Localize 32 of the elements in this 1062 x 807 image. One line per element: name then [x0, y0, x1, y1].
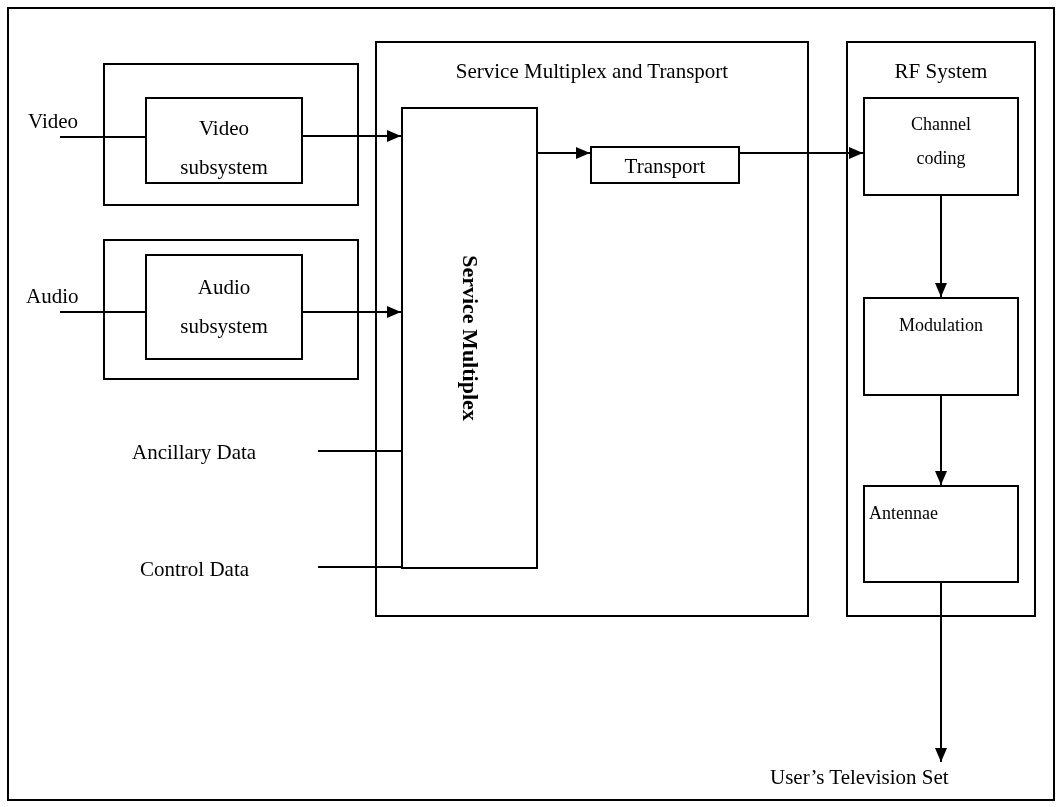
process-box: [590, 146, 740, 184]
arrow: [302, 306, 402, 318]
container-box: [846, 41, 1036, 617]
process-box: [863, 297, 1019, 396]
process-box: [863, 485, 1019, 583]
group-box: [103, 239, 359, 380]
arrow: [935, 195, 947, 298]
output-label: User’s Television Set: [770, 764, 950, 791]
process-box: [863, 97, 1019, 196]
process-box: [401, 107, 538, 569]
container-box: [375, 41, 809, 617]
arrow: [302, 130, 402, 142]
box-label: Video subsystem: [179, 115, 269, 181]
container-title: Service Multiplex and Transport: [454, 58, 730, 85]
input-label: Video: [28, 108, 80, 135]
box-label: Antennae: [868, 502, 939, 525]
group-box: [103, 63, 359, 206]
process-box: [145, 254, 303, 360]
arrow: [739, 147, 864, 159]
container-title: RF System: [893, 58, 989, 85]
box-label: Modulation: [898, 314, 984, 337]
box-label: Transport: [623, 153, 707, 180]
input-label: Control Data: [140, 556, 251, 583]
arrow: [537, 147, 591, 159]
arrow: [935, 582, 947, 763]
input-label: Audio: [26, 283, 80, 310]
input-label: Ancillary Data: [132, 439, 258, 466]
box-label: Service Multiplex: [458, 255, 481, 421]
box-label: Audio subsystem: [179, 274, 269, 340]
process-box: [145, 97, 303, 184]
box-label: Channel coding: [910, 113, 972, 171]
arrow: [935, 395, 947, 486]
